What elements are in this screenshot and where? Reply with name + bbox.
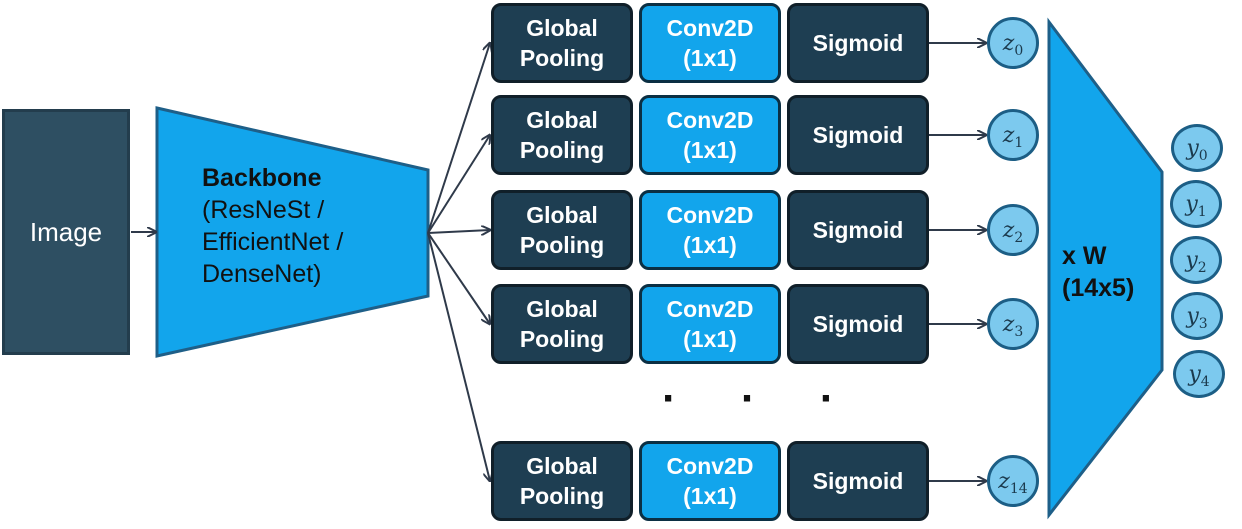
- sigmoid-box-line-1: Sigmoid: [812, 310, 904, 337]
- conv2d-box-line-1: Conv2D: [666, 15, 754, 41]
- global-pooling-box-line-2: Pooling: [519, 232, 605, 258]
- z-node-symbol: z1: [1002, 122, 1024, 151]
- backbone-line-1: (ResNeSt /: [202, 196, 325, 224]
- y-output-node: y4: [1173, 350, 1225, 398]
- projection-line-1: x W: [1062, 242, 1107, 270]
- global-pooling-box-line-2: Pooling: [519, 326, 605, 352]
- conv2d-box: Conv2D (1x1): [639, 95, 781, 175]
- conv2d-box: Conv2D (1x1): [639, 284, 781, 364]
- backbone-to-branch-arrow: [427, 232, 490, 481]
- sigmoid-box-line-1: Sigmoid: [812, 467, 904, 494]
- sigmoid-box: Sigmoid: [787, 284, 929, 364]
- sigmoid-box-line-1: Sigmoid: [812, 29, 904, 56]
- backbone-to-branch-arrow: [427, 135, 490, 234]
- sigmoid-box: Sigmoid: [787, 441, 929, 521]
- global-pooling-box-line-2: Pooling: [519, 137, 605, 163]
- z-node: z0: [987, 17, 1039, 69]
- conv2d-box: Conv2D (1x1): [639, 3, 781, 83]
- conv2d-box-line-1: Conv2D: [666, 107, 754, 133]
- y-output-node-subscript: 3: [1198, 315, 1208, 332]
- conv2d-box-line-2: (1x1): [683, 232, 737, 258]
- sigmoid-box-line-1: Sigmoid: [812, 216, 904, 243]
- conv2d-box: Conv2D (1x1): [639, 441, 781, 521]
- y-output-node: y3: [1171, 292, 1223, 340]
- backbone-line-2: EfficientNet /: [202, 228, 344, 256]
- y-output-node: y0: [1171, 124, 1223, 172]
- y-output-node-symbol: y2: [1185, 247, 1207, 276]
- sigmoid-box: Sigmoid: [787, 190, 929, 270]
- backbone-label: Backbone (ResNeSt / EfficientNet / Dense…: [202, 162, 343, 290]
- conv2d-box-line-2: (1x1): [683, 483, 737, 509]
- sigmoid-box: Sigmoid: [787, 3, 929, 83]
- image-label: Image: [29, 216, 103, 247]
- z-node-symbol: z2: [1002, 217, 1024, 246]
- sigmoid-box-line-1: Sigmoid: [812, 121, 904, 148]
- y-output-node: y1: [1170, 180, 1222, 228]
- z-node-subscript: 14: [1009, 480, 1028, 497]
- y-output-node-symbol: y1: [1185, 191, 1207, 220]
- z-node: z1: [987, 109, 1039, 161]
- z-node-symbol: z14: [998, 468, 1028, 497]
- z-node-subscript: 3: [1014, 323, 1024, 340]
- global-pooling-box-line-1: Global: [526, 296, 598, 322]
- conv2d-box-line-2: (1x1): [683, 137, 737, 163]
- projection-label: x W (14x5): [1062, 240, 1134, 304]
- backbone-to-branch-arrow: [427, 232, 490, 324]
- z-node-subscript: 0: [1014, 42, 1024, 59]
- global-pooling-box-line-2: Pooling: [519, 45, 605, 71]
- y-output-node: y2: [1170, 236, 1222, 284]
- sigmoid-box: Sigmoid: [787, 95, 929, 175]
- backbone-trapezoid: [155, 106, 430, 358]
- backbone-to-branch-arrow: [427, 43, 490, 234]
- y-output-node-subscript: 2: [1197, 259, 1207, 276]
- ellipsis: · · ·: [662, 374, 861, 423]
- conv2d-box-line-1: Conv2D: [666, 296, 754, 322]
- global-pooling-box-line-2: Pooling: [519, 483, 605, 509]
- z-node-symbol: z0: [1002, 30, 1024, 59]
- z-node-subscript: 2: [1014, 229, 1024, 246]
- backbone-line-3: DenseNet): [202, 260, 322, 288]
- conv2d-box-line-2: (1x1): [683, 45, 737, 71]
- z-node-subscript: 1: [1014, 134, 1024, 151]
- projection-line-2: (14x5): [1062, 274, 1135, 302]
- y-output-node-symbol: y4: [1188, 361, 1210, 390]
- projection-trapezoid: [1047, 17, 1164, 520]
- global-pooling-box-line-1: Global: [526, 453, 598, 479]
- y-output-node-subscript: 1: [1197, 203, 1207, 220]
- y-output-node-symbol: y0: [1186, 135, 1208, 164]
- y-output-node-symbol: y3: [1186, 303, 1208, 332]
- global-pooling-box-line-1: Global: [526, 15, 598, 41]
- conv2d-box-line-1: Conv2D: [666, 453, 754, 479]
- z-node: z3: [987, 298, 1039, 350]
- conv2d-box: Conv2D (1x1): [639, 190, 781, 270]
- conv2d-box-line-1: Conv2D: [666, 202, 754, 228]
- z-node-symbol: z3: [1002, 311, 1024, 340]
- conv2d-box-line-2: (1x1): [683, 326, 737, 352]
- backbone-title: Backbone: [202, 164, 322, 192]
- backbone-to-branch-arrow: [427, 230, 490, 233]
- z-node: z2: [987, 204, 1039, 256]
- y-output-node-subscript: 0: [1198, 147, 1208, 164]
- global-pooling-box-line-1: Global: [526, 202, 598, 228]
- image-input-box: Image: [2, 109, 130, 355]
- y-output-node-subscript: 4: [1200, 373, 1210, 390]
- z-node: z14: [987, 455, 1039, 507]
- global-pooling-box-line-1: Global: [526, 107, 598, 133]
